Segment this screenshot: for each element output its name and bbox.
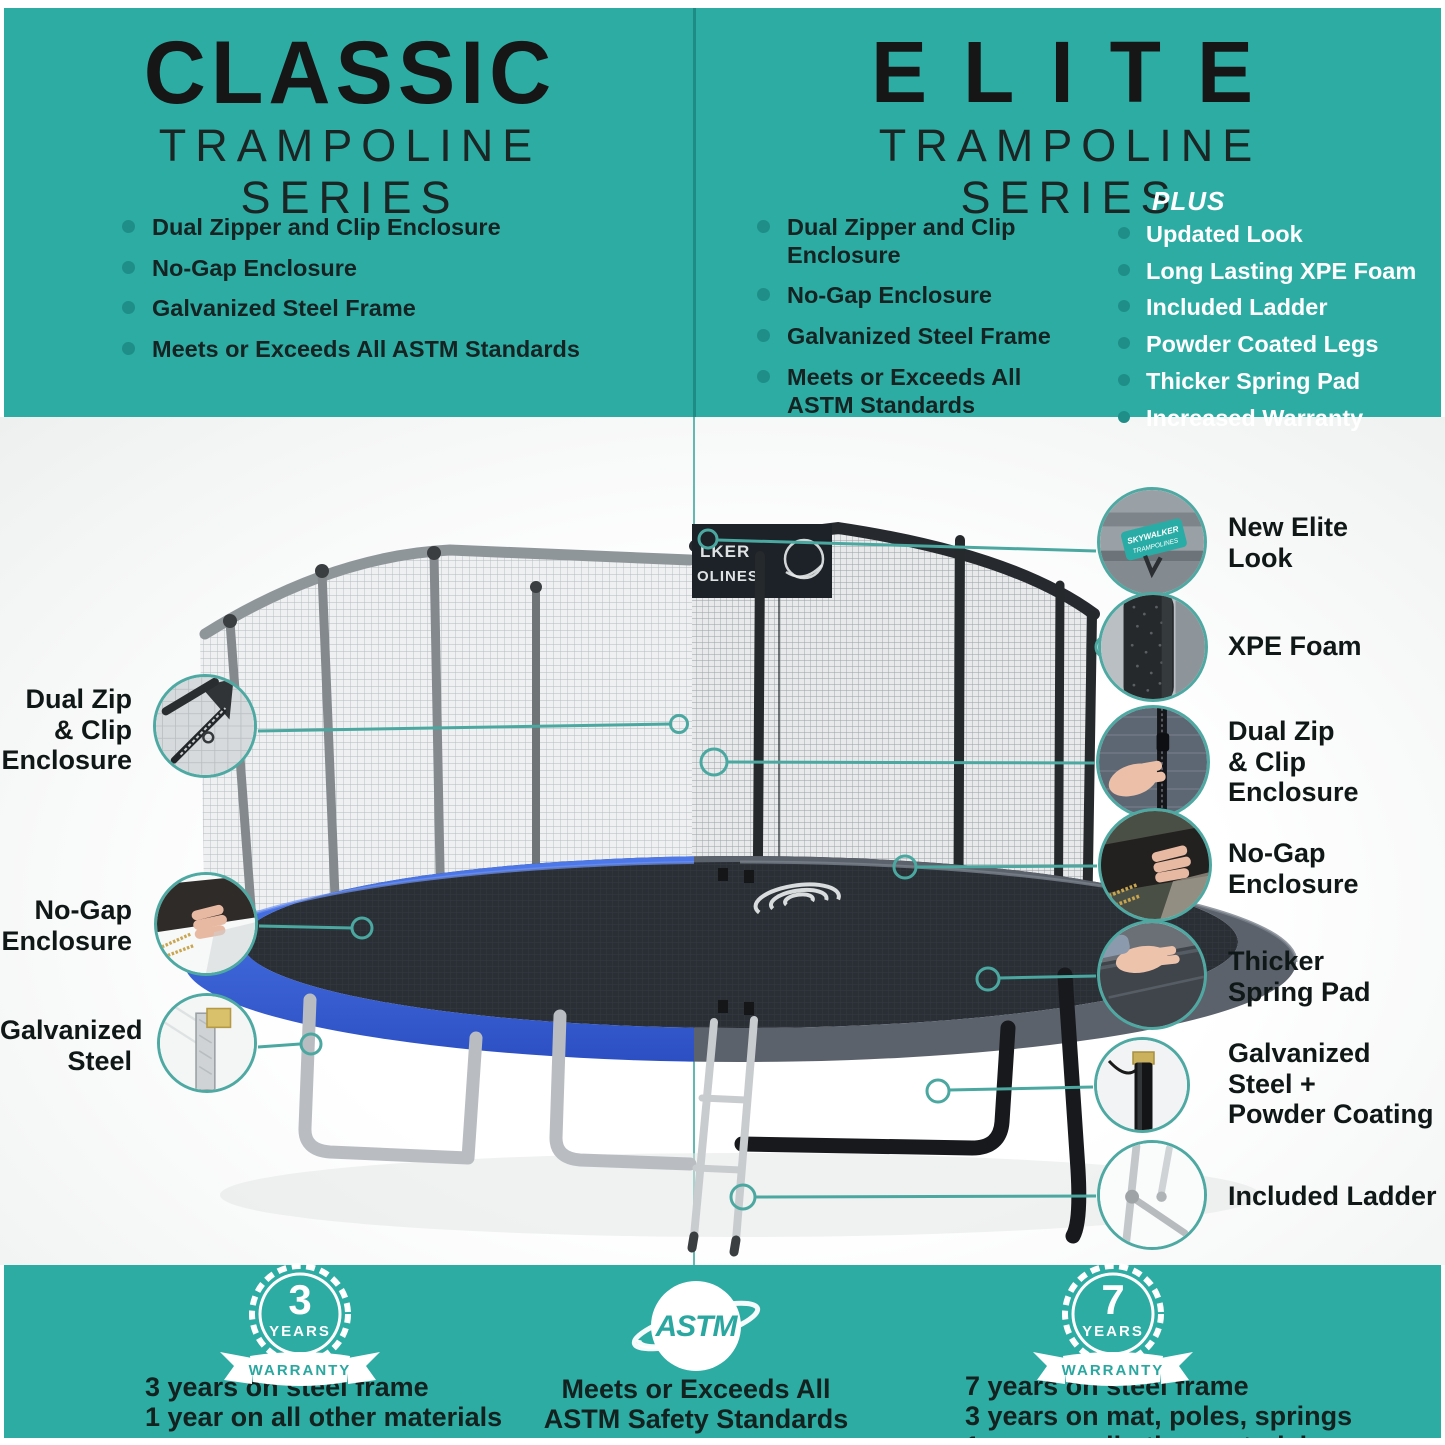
list-item: Updated Look xyxy=(1118,221,1428,249)
bullet-icon xyxy=(122,260,135,274)
list-item: Dual Zipper and Clip Enclosure xyxy=(757,214,1087,269)
column-divider-top xyxy=(693,8,696,417)
callout-label-dual-zip-classic: Dual Zip & Clip Enclosure xyxy=(1,684,132,775)
feature-text: Dual Zipper and Clip Enclosure xyxy=(152,214,501,240)
callout-label-new-elite-look: New Elite Look xyxy=(1228,512,1349,573)
list-item: Long Lasting XPE Foam xyxy=(1118,258,1428,286)
bullet-icon xyxy=(122,220,135,233)
bullet-icon xyxy=(1118,373,1130,386)
callout-label-galvanized-classic: Galvanized Steel xyxy=(0,1015,143,1076)
callout-label-xpe-foam: XPE Foam xyxy=(1228,631,1362,661)
top-teal-band xyxy=(4,8,1441,417)
classic-series-title: CLASSIC xyxy=(143,23,557,123)
astm-logo-text: ASTM xyxy=(655,1310,739,1343)
door-clip-markers xyxy=(718,868,754,1015)
list-item: Meets or Exceeds All ASTM Standards xyxy=(757,364,1087,419)
bullet-icon xyxy=(122,301,135,315)
elite-series-title: ELITE xyxy=(870,23,1289,121)
badge-number: 7 xyxy=(1101,1276,1124,1323)
callout-label-thicker-spring-pad: Thicker Spring Pad xyxy=(1228,946,1371,1007)
detail-photo-no-gap-classic xyxy=(154,872,258,976)
callout-label-no-gap-classic: No-Gap Enclosure xyxy=(1,895,132,956)
list-item: Galvanized Steel Frame xyxy=(122,295,662,323)
bullet-icon xyxy=(757,288,770,302)
list-item: Dual Zipper and Clip Enclosure xyxy=(122,214,662,242)
detail-photo-galvanized-classic xyxy=(157,993,257,1093)
bullet-icon xyxy=(757,369,770,383)
list-item: Included Ladder xyxy=(1118,294,1428,322)
feature-text: Updated Look xyxy=(1146,221,1303,247)
elite-ladder xyxy=(687,1016,758,1257)
bullet-icon xyxy=(757,329,770,343)
mat-logo-icon xyxy=(753,882,841,915)
callout-label-dual-zip-elite: Dual Zip & Clip Enclosure xyxy=(1228,716,1359,807)
jump-mat xyxy=(242,856,1238,1028)
badge-years-label: YEARS xyxy=(269,1323,331,1340)
detail-photo-included-ladder xyxy=(1097,1140,1207,1250)
bullet-icon xyxy=(122,342,135,356)
feature-text: No-Gap Enclosure xyxy=(787,282,993,309)
bullet-icon xyxy=(1118,227,1130,239)
bullet-icon xyxy=(1118,300,1130,313)
callout-label-included-ladder: Included Ladder xyxy=(1228,1181,1437,1211)
feature-text: Powder Coated Legs xyxy=(1146,331,1379,358)
detail-photo-thicker-spring-pad xyxy=(1097,920,1207,1030)
bullet-icon xyxy=(1118,410,1130,423)
list-item: Powder Coated Legs xyxy=(1118,331,1428,359)
list-item: Meets or Exceeds All ASTM Standards xyxy=(122,336,662,364)
feature-text: Increased Warranty xyxy=(1146,404,1364,431)
brand-logo-icon xyxy=(783,538,825,580)
list-item: Increased Warranty xyxy=(1118,405,1428,433)
elite-plus-feature-list: Updated Look Long Lasting XPE Foam Inclu… xyxy=(1118,221,1428,441)
bottom-teal-band: 3 years on steel frame 1 year on all oth… xyxy=(4,1265,1441,1438)
feature-text: No-Gap Enclosure xyxy=(152,254,358,281)
badge-ribbon-label: WARRANTY xyxy=(1062,1362,1165,1379)
badge-ribbon-label: WARRANTY xyxy=(249,1362,352,1379)
feature-text: Meets or Exceeds All ASTM Standards xyxy=(152,336,580,363)
feature-text: Galvanized Steel Frame xyxy=(787,323,1051,350)
feature-text: Dual Zipper and Clip Enclosure xyxy=(787,214,1016,268)
elite-warranty-badge: 7 YEARS WARRANTY xyxy=(1033,1263,1193,1386)
detail-photo-galvanized-powder xyxy=(1094,1037,1190,1133)
astm-details: Meets or Exceeds All ASTM Safety Standar… xyxy=(543,1374,849,1434)
classic-series-subtitle: TRAMPOLINE SERIES xyxy=(158,120,542,223)
detail-photo-dual-zip-classic xyxy=(153,674,257,778)
list-item: No-Gap Enclosure xyxy=(757,282,1087,310)
feature-text: Galvanized Steel Frame xyxy=(152,295,416,322)
elite-legs xyxy=(734,967,1087,1244)
feature-text: Meets or Exceeds All ASTM Standards xyxy=(787,363,1022,418)
feature-text: Thicker Spring Pad xyxy=(1146,367,1361,394)
classic-legs xyxy=(298,993,697,1171)
plus-heading: PLUS xyxy=(1152,186,1226,216)
bullet-icon xyxy=(757,220,770,233)
brand-badge-text-1: LKER xyxy=(700,542,750,561)
detail-photo-xpe-foam xyxy=(1098,592,1208,702)
detail-photo-no-gap-elite xyxy=(1098,808,1212,922)
bullet-icon xyxy=(1118,263,1130,276)
list-item: Galvanized Steel Frame xyxy=(757,323,1087,351)
detail-photo-dual-zip-elite xyxy=(1096,705,1210,819)
classic-warranty-badge: 3 YEARS WARRANTY xyxy=(220,1263,380,1386)
badge-years-label: YEARS xyxy=(1082,1323,1144,1340)
brand-badge-text-2: OLINES xyxy=(697,568,759,585)
list-item: No-Gap Enclosure xyxy=(122,255,662,283)
list-item: Thicker Spring Pad xyxy=(1118,368,1428,396)
feature-text: Long Lasting XPE Foam xyxy=(1146,257,1417,284)
classic-feature-list: Dual Zipper and Clip Enclosure No-Gap En… xyxy=(122,214,662,377)
callout-connectors xyxy=(257,528,1120,1211)
astm-badge: ASTM xyxy=(631,1281,761,1371)
badge-number: 3 xyxy=(288,1276,311,1323)
feature-text: Included Ladder xyxy=(1146,294,1328,321)
elite-feature-list: Dual Zipper and Clip Enclosure No-Gap En… xyxy=(757,214,1087,432)
elite-series-subtitle: TRAMPOLINE SERIES xyxy=(878,120,1262,223)
classic-pole-caps xyxy=(223,546,542,628)
bullet-icon xyxy=(1118,337,1130,350)
callout-label-no-gap-elite: No-Gap Enclosure xyxy=(1228,838,1359,899)
callout-label-galvanized-powder: Galvanized Steel + Powder Coating xyxy=(1228,1038,1434,1129)
